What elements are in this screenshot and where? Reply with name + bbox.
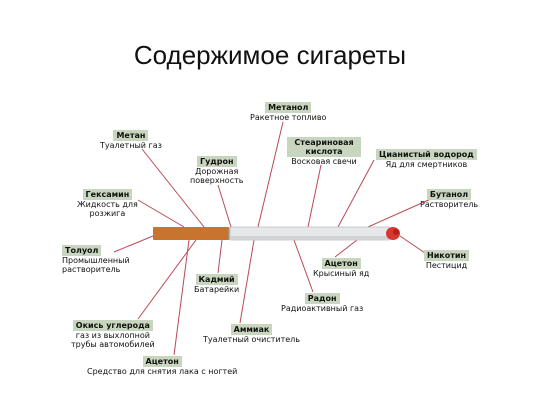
label-name: Цианистый водород (376, 149, 477, 160)
label-desc: Крысиный яд (313, 269, 370, 278)
label-desc: поверхность (190, 176, 244, 185)
connector-nicotine (399, 235, 429, 256)
label-name: Кадмий (195, 274, 238, 285)
label-desc: Яд для смертников (385, 160, 468, 169)
label-name: Бутанол (426, 189, 472, 200)
label-hexamine: Гексамин Жидкость для розжига (77, 188, 138, 218)
label-name: Аммиак (230, 324, 273, 335)
connector-cyanide (337, 159, 375, 228)
label-arsenic: Ацетон Крысиный яд (313, 257, 369, 278)
cigarette (153, 226, 400, 241)
connector-methanol (257, 121, 284, 228)
label-name: Стеариновая кислота (287, 137, 361, 157)
label-methanol: Метанол Ракетное топливо (250, 101, 326, 122)
connector-hexamine (137, 199, 185, 228)
label-desc: газ из выхлопной (75, 331, 150, 340)
label-name: Метан (113, 130, 149, 141)
label-cadmium: Кадмий Батарейки (194, 273, 239, 294)
connector-butane (367, 197, 434, 228)
cigarette-filter (153, 227, 229, 240)
label-desc: Радиоактивный газ (281, 304, 364, 313)
connector-methane (141, 148, 205, 228)
connector-cadmium (217, 239, 223, 274)
label-methane: Метан Туалетный газ (100, 129, 162, 150)
label-desc: Туалетный очиститель (203, 335, 300, 344)
connector-stearic (307, 164, 322, 228)
label-desc: растворитель (62, 265, 121, 274)
label-radon: Радон Радиоактивный газ (281, 292, 363, 313)
label-stearic: Стеариновая кислота Восковая свечи (287, 137, 361, 166)
label-desc: Средство для снятия лака с ногтей (87, 367, 238, 376)
label-name: Гексамин (82, 189, 133, 200)
label-name: Гудрон (196, 156, 237, 167)
connector-tar (217, 184, 232, 228)
label-desc: Туалетный газ (100, 141, 162, 150)
label-name: Ацетон (142, 356, 182, 367)
label-desc: Промышленный (62, 256, 130, 265)
connector-acetone (173, 239, 190, 356)
label-cyanide: Цианистый водород Яд для смертников (376, 148, 477, 169)
connector-arsenic (334, 239, 358, 258)
ember-glow (393, 229, 399, 235)
connector-toluene (113, 235, 154, 253)
label-butane: Бутанол Растворитель (420, 188, 478, 209)
label-name: Метанол (265, 102, 312, 113)
label-name: Окись углерода (72, 320, 153, 331)
connector-co (137, 239, 197, 320)
label-desc: Восковая свечи (291, 157, 357, 166)
label-name: Радон (304, 293, 340, 304)
label-ammonia: Аммиак Туалетный очиститель (203, 323, 300, 344)
label-desc: Жидкость для (77, 200, 138, 209)
label-name: Толуол (62, 245, 102, 256)
label-acetone: Ацетон Средство для снятия лака с ногтей (87, 355, 237, 376)
label-desc: Растворитель (420, 200, 479, 209)
label-name: Ацетон (321, 258, 361, 269)
label-name: Никотин (424, 250, 469, 261)
connector-radon (293, 239, 314, 293)
label-co: Окись углерода газ из выхлопной трубы ав… (71, 319, 155, 349)
paper-shade (230, 236, 390, 240)
label-desc: трубы автомобилей (71, 340, 155, 349)
label-toluene: Толуол Промышленный растворитель (62, 244, 130, 274)
label-desc: Пестицид (425, 261, 468, 270)
label-desc: розжига (89, 209, 126, 218)
label-desc: Ракетное топливо (250, 113, 327, 122)
connector-lines (113, 121, 434, 356)
slide-title: Содержимое сигареты (133, 40, 407, 70)
label-nicotine: Никотин Пестицид (424, 249, 469, 270)
label-desc: Батарейки (194, 285, 240, 294)
connector-ammonia (239, 239, 255, 324)
label-tar: Гудрон Дорожная поверхность (190, 155, 243, 185)
label-desc: Дорожная (195, 167, 239, 176)
